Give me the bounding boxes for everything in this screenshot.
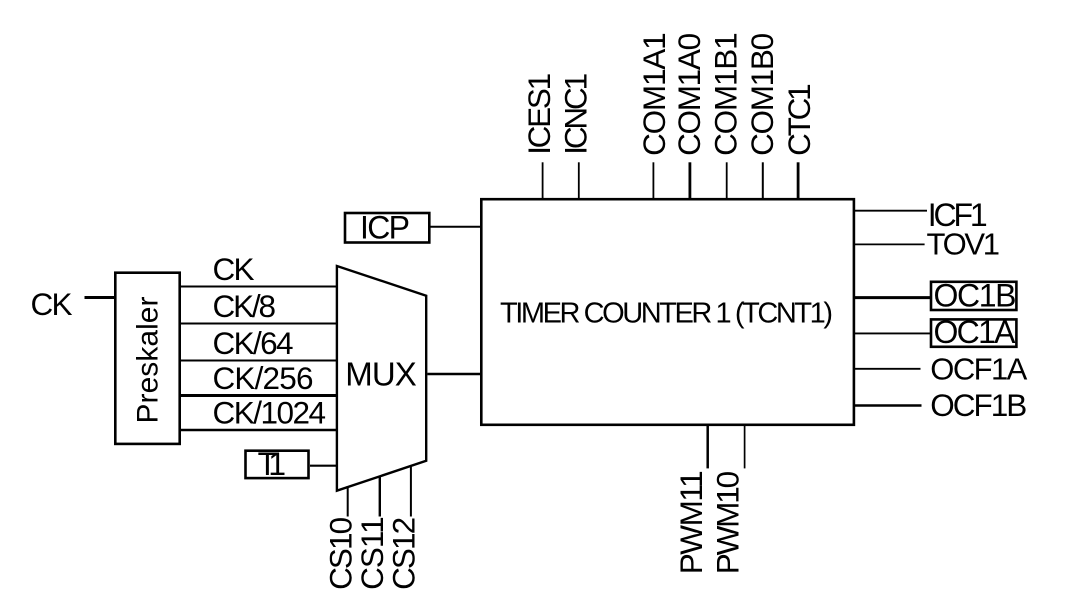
svg-text:CS12: CS12 — [386, 517, 422, 590]
svg-text:TOV1: TOV1 — [927, 227, 1001, 262]
svg-text:OC1A: OC1A — [934, 314, 1017, 350]
svg-text:CK/64: CK/64 — [213, 325, 294, 361]
svg-text:COM1A0: COM1A0 — [671, 33, 707, 156]
svg-text:ICP: ICP — [360, 210, 410, 246]
svg-text:Preskaler: Preskaler — [132, 297, 165, 424]
svg-text:CK/256: CK/256 — [213, 360, 314, 396]
svg-text:COM1B0: COM1B0 — [744, 33, 780, 156]
svg-text:PWM11: PWM11 — [673, 470, 709, 574]
svg-text:CK: CK — [31, 286, 73, 322]
svg-text:ICNC1: ICNC1 — [558, 73, 594, 155]
svg-text:OCF1B: OCF1B — [930, 387, 1027, 423]
svg-text:ICF1: ICF1 — [928, 197, 988, 233]
svg-text:CK: CK — [213, 251, 255, 287]
svg-text:COM1B1: COM1B1 — [707, 32, 743, 156]
svg-text:TIMER COUNTER 1 (TCNT1): TIMER COUNTER 1 (TCNT1) — [500, 298, 833, 330]
svg-text:CK/1024: CK/1024 — [213, 395, 327, 431]
svg-text:CS11: CS11 — [354, 516, 390, 590]
svg-text:OC1B: OC1B — [934, 278, 1017, 314]
svg-text:MUX: MUX — [345, 356, 417, 393]
svg-text:ICES1: ICES1 — [521, 73, 557, 155]
svg-text:CS10: CS10 — [323, 517, 359, 590]
svg-text:OCF1A: OCF1A — [930, 352, 1027, 387]
svg-text:PWM10: PWM10 — [710, 471, 746, 575]
svg-text:COM1A1: COM1A1 — [636, 32, 672, 156]
svg-text:CTC1: CTC1 — [781, 83, 817, 156]
svg-text:T1: T1 — [258, 446, 287, 482]
svg-text:CK/8: CK/8 — [213, 288, 277, 324]
